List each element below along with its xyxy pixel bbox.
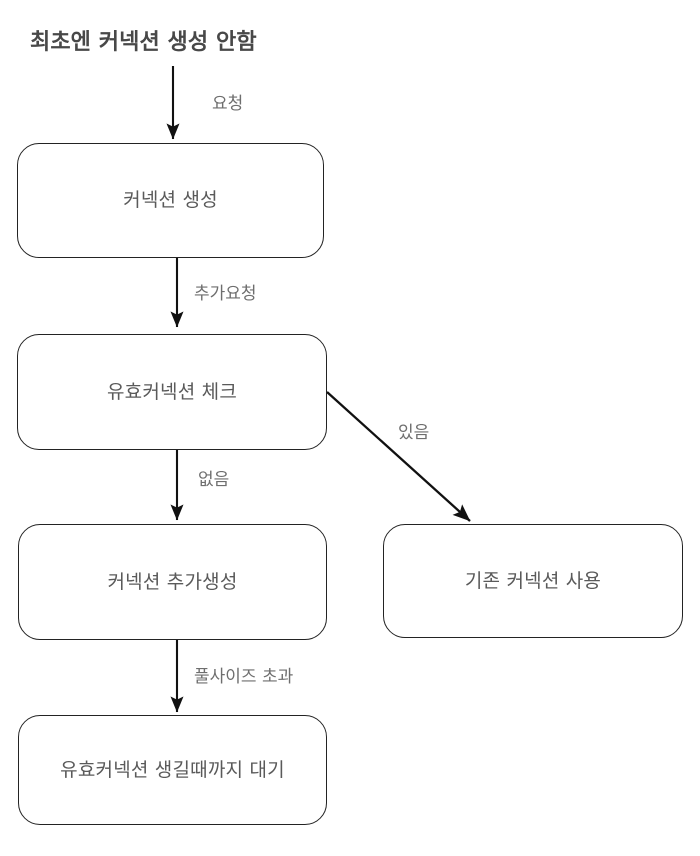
edge-label-pool-exceeded: 풀사이즈 초과	[194, 667, 294, 687]
node-use-existing[interactable]: 기존 커넥션 사용	[383, 524, 683, 638]
node-label-use-existing: 기존 커넥션 사용	[464, 569, 602, 592]
node-label-wait-for-valid: 유효커넥션 생길때까지 대기	[60, 758, 285, 781]
node-check-valid[interactable]: 유효커넥션 체크	[17, 334, 327, 450]
node-label-create-connection: 커넥션 생성	[123, 189, 218, 211]
node-wait-for-valid[interactable]: 유효커넥션 생길때까지 대기	[18, 715, 327, 825]
edge-line-has-one	[326, 391, 471, 522]
node-label-check-valid: 유효커넥션 체크	[107, 380, 237, 403]
node-label-create-additional: 커넥션 추가생성	[107, 570, 238, 593]
edge-label-request: 요청	[212, 94, 244, 114]
edge-label-has-none: 없음	[198, 470, 230, 490]
node-create-connection[interactable]: 커넥션 생성	[17, 143, 324, 258]
node-create-additional[interactable]: 커넥션 추가생성	[18, 524, 327, 640]
edge-label-has-one: 있음	[398, 423, 430, 443]
diagram-title: 최초엔 커넥션 생성 안함	[30, 30, 257, 55]
edge-label-more-request: 추가요청	[194, 284, 257, 304]
